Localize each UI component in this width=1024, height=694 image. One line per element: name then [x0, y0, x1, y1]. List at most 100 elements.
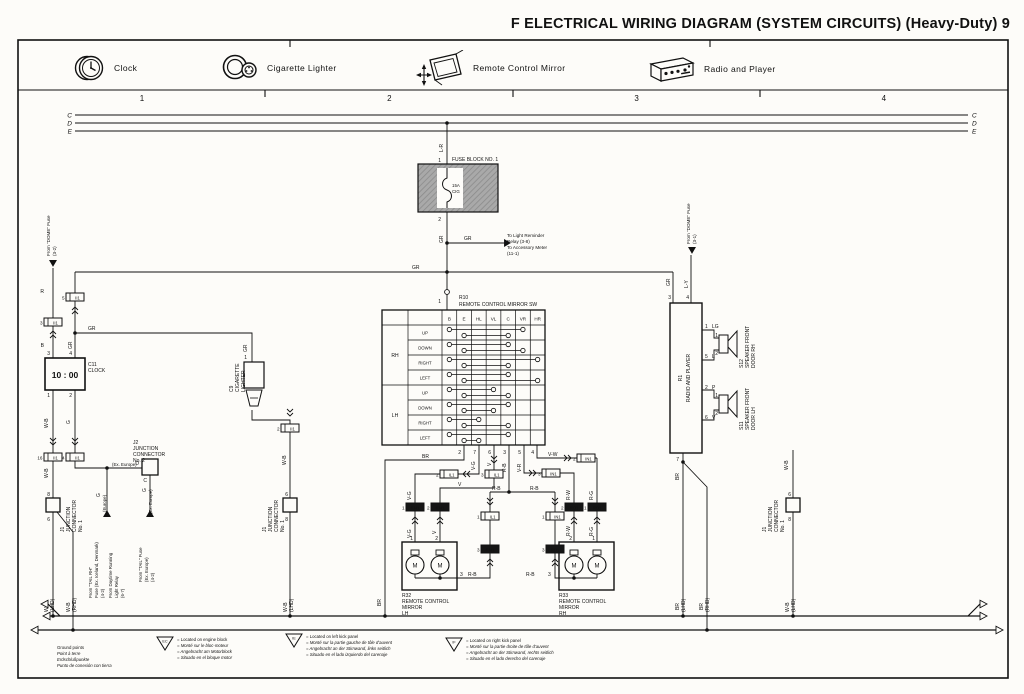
pin: 8: [285, 517, 288, 523]
junction-dot: [705, 628, 709, 632]
wire-label: GR: [412, 265, 420, 271]
contact-circle: [505, 341, 511, 348]
wire-label: P: [712, 385, 716, 391]
pin: 1: [244, 355, 247, 361]
table-row-label: RIGHT: [418, 361, 432, 366]
component-label: MIRROR: [402, 605, 423, 611]
table-group-label: LH: [392, 413, 399, 419]
pin: 3: [503, 450, 506, 456]
annotation: (Ex. Europe): [148, 489, 153, 514]
contact-circle: [535, 377, 541, 384]
connector-chevron: [462, 470, 471, 478]
component-label: No. 1: [280, 520, 286, 532]
cigarette-lighter-icon: [222, 54, 257, 80]
annotation: (3-1): [692, 234, 697, 244]
connector-IL1: [484, 469, 504, 479]
annotation: Light Relay: [114, 575, 119, 598]
wire-label: R-B: [526, 572, 535, 578]
wire-label: GR: [68, 341, 74, 349]
component-label: RH: [559, 611, 567, 617]
bus-label-right: D: [972, 121, 977, 128]
contact-circle: [490, 407, 497, 414]
component-label: CONNECTOR: [72, 499, 78, 532]
wire-label: GR: [666, 278, 672, 286]
contact-circle: [505, 401, 511, 408]
pin: 1: [410, 536, 413, 542]
contact-circle: [535, 356, 541, 363]
connector-chevron: [49, 437, 57, 446]
wire-label: V: [487, 462, 493, 466]
wire-label: V: [432, 530, 438, 534]
wire-label: R: [40, 289, 44, 295]
pin: 2: [436, 473, 439, 478]
wire-label: GR: [439, 235, 445, 243]
wire-label: (RHD): [72, 598, 78, 612]
annotation: To Light Reminder: [507, 233, 545, 238]
pin: 6: [788, 492, 791, 498]
component-label: SPEAKER FRONT: [745, 326, 751, 368]
contact-circle: [461, 377, 467, 384]
component-label: No. 2: [133, 458, 145, 464]
connector-chevron: [286, 408, 294, 417]
wire-label: G: [96, 493, 102, 497]
wire-label: V-G: [407, 529, 413, 538]
table-column-header: HL: [476, 317, 482, 322]
wire-label: R-G: [589, 527, 595, 536]
pin: 1: [705, 324, 708, 330]
component-label: REMOTE CONTROL: [402, 599, 449, 605]
annotation: (11-1): [507, 251, 519, 256]
wire-label: BR: [377, 599, 383, 606]
pin: 3: [460, 572, 463, 578]
wire-label: V-G: [407, 491, 413, 500]
pin: D: [135, 461, 139, 467]
component-label: DOOR RH: [751, 344, 757, 368]
wire-label: GR: [464, 236, 472, 242]
wire-label: G: [66, 420, 72, 424]
connector-label: RM1: [411, 505, 421, 510]
table-row-label: LEFT: [420, 376, 431, 381]
wire-label: B: [41, 343, 45, 349]
junction-dot: [572, 576, 576, 580]
wire-label: L-R: [439, 144, 445, 152]
header-item-label: Remote Control Mirror: [473, 63, 566, 73]
contact-circle: [505, 332, 511, 339]
component-label: SPEAKER FRONT: [745, 388, 751, 430]
pin: 4: [686, 295, 689, 301]
pin: 2: [561, 506, 564, 511]
junction-connector-j1-mid: [282, 497, 298, 513]
junction-dot: [71, 628, 75, 632]
junction-dot: [445, 121, 449, 125]
table-column-header: B: [448, 317, 451, 322]
junction-connector-j2: [141, 458, 159, 476]
component-label: CONNECTOR: [133, 452, 166, 458]
annotation: (Europe): [102, 494, 107, 512]
legend-item-text: = Located on engine block: [177, 637, 228, 642]
header-item-clock: Clock: [73, 52, 137, 84]
ground-bus: [38, 603, 996, 631]
ground-symbol-IF: [445, 637, 463, 652]
connector-chevron: [486, 497, 494, 506]
header-item-remote-control-mirror: Remote Control Mirror: [416, 50, 565, 86]
wire-label: V-R: [517, 463, 523, 472]
connector-RM1: [480, 544, 500, 554]
legend-ground-text: Ground points: [57, 645, 84, 650]
legend-item-text: = Located on right kick panel: [466, 638, 521, 643]
pin: 4: [69, 351, 72, 357]
component-label: DOOR LH: [751, 407, 757, 430]
component-label: FUSE BLOCK NO. 1: [452, 157, 498, 163]
pin: 2: [458, 450, 461, 456]
pin: 2: [69, 393, 72, 399]
wire-label: CIG: [452, 189, 460, 194]
pin: 6: [488, 450, 491, 456]
contact-circle: [446, 386, 452, 393]
wire-label: GR: [88, 326, 96, 332]
component-label: S12: [739, 359, 745, 368]
component-label: RADIO AND PLAYER: [686, 353, 692, 402]
component-label: R33: [559, 593, 568, 599]
component-label: REMOTE CONTROL: [559, 599, 606, 605]
annotation: From "TAIL RH": [88, 567, 93, 598]
component-label: No. 1: [78, 520, 84, 532]
connector-IN1: [545, 511, 565, 521]
wire-label: W-B: [44, 418, 50, 428]
bus-label-left: C: [67, 113, 72, 120]
